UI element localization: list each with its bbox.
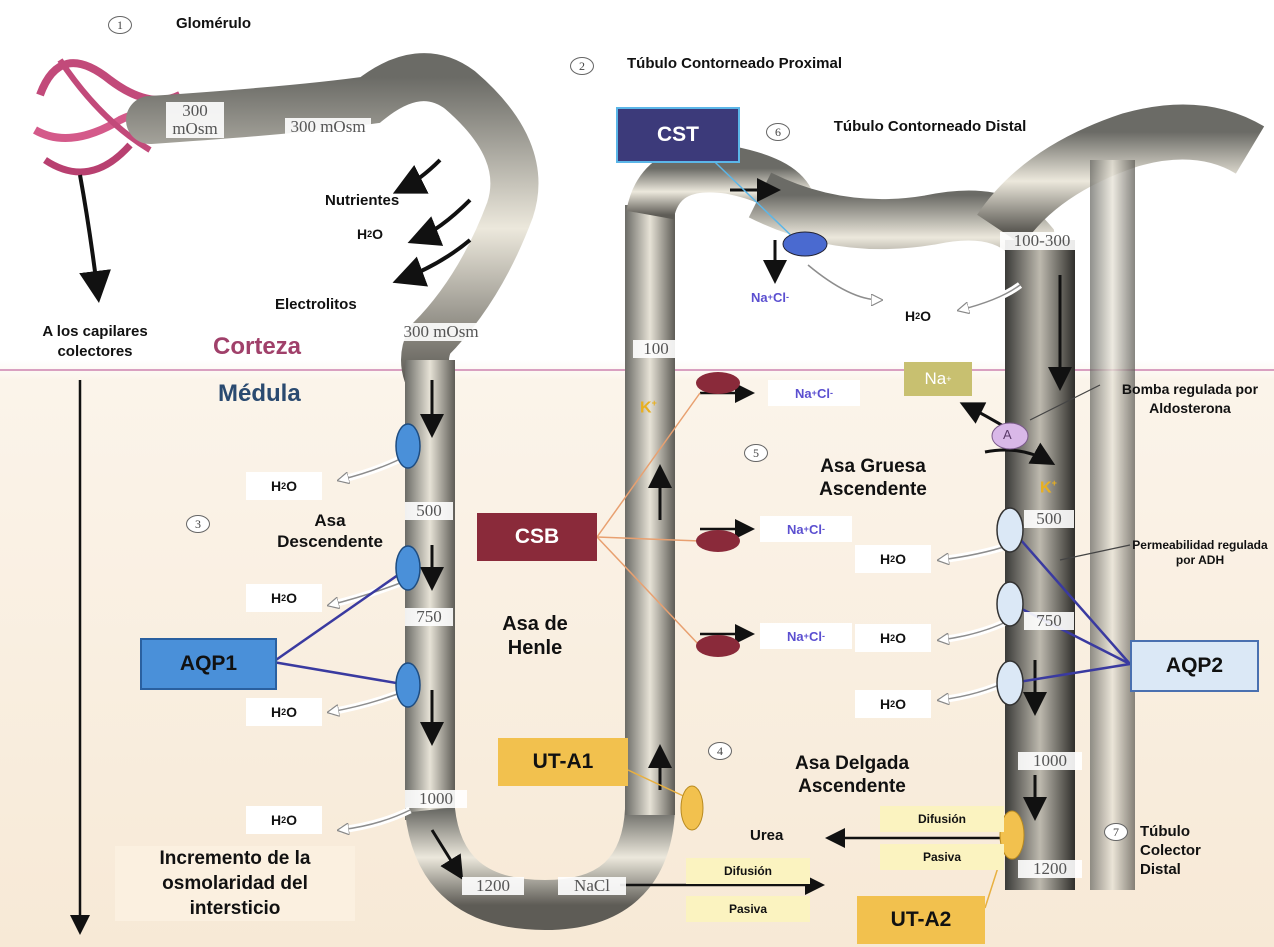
osm-glom-a: 300 mOsm xyxy=(166,102,224,138)
csb-cells xyxy=(696,372,740,657)
number-2: 2 xyxy=(570,57,594,75)
osm-c1200: 1200 xyxy=(1018,860,1082,878)
nacl-label-3: Na+Cl- xyxy=(760,623,852,649)
number-6: 6 xyxy=(766,123,790,141)
osm-glom-b: 300 mOsm xyxy=(285,118,371,136)
nacl-label-2: Na+Cl- xyxy=(760,516,852,542)
difusion-tag-urea: Difusión xyxy=(880,806,1004,832)
aqp2-channels xyxy=(997,508,1023,705)
label-asa-descendente: Asa Descendente xyxy=(270,510,390,552)
osm-d750: 750 xyxy=(405,608,453,626)
number-7: 7 xyxy=(1104,823,1128,841)
label-asa-gruesa: Asa Gruesa Ascendente xyxy=(788,455,958,501)
osm-asc100: 100 xyxy=(633,340,679,358)
osm-c500: 500 xyxy=(1024,510,1074,528)
uta1-box: UT-A1 xyxy=(498,738,628,786)
ascending-limb xyxy=(625,205,675,815)
k-label-asc: K+ xyxy=(640,398,657,417)
pasiva-tag-nacl: Pasiva xyxy=(686,896,810,922)
label-medula: Médula xyxy=(218,380,301,408)
osm-d1200: 1200 xyxy=(462,877,524,895)
label-permeabilidad: Permeabilidad regulada por ADH xyxy=(1130,538,1270,568)
uta2-box: UT-A2 xyxy=(857,896,985,944)
na-label-pump: Na+ xyxy=(904,362,972,396)
nacl-arrows xyxy=(700,393,750,634)
label-tubulo-colector: Túbulo Colector Distal xyxy=(1140,822,1230,879)
cst-cell xyxy=(783,232,827,256)
osm-d1000: 1000 xyxy=(405,790,467,808)
label-asa-delgada: Asa Delgada Ascendente xyxy=(762,752,942,798)
label-tcd: Túbulo Contorneado Distal xyxy=(830,118,1030,136)
label-corteza: Corteza xyxy=(213,333,301,361)
osm-nacl-bottom: NaCl xyxy=(558,877,626,895)
label-incremento: Incremento de la osmolaridad del interst… xyxy=(115,846,355,921)
aqp2-box: AQP2 xyxy=(1130,640,1259,692)
difusion-tag-nacl: Difusión xyxy=(686,858,810,884)
osm-c1000: 1000 xyxy=(1018,752,1082,770)
label-nutrientes: Nutrientes xyxy=(325,192,399,209)
cst-box: CST xyxy=(616,107,740,163)
number-4: 4 xyxy=(708,742,732,760)
collecting-duct xyxy=(1005,240,1075,890)
k-label-collector: K+ xyxy=(1040,478,1057,497)
label-urea: Urea xyxy=(750,827,783,844)
pump-a-label: A xyxy=(1003,427,1012,442)
osm-c750: 750 xyxy=(1024,612,1074,630)
outer-duct xyxy=(1090,160,1135,890)
osm-cortex-desc: 300 mOsm xyxy=(398,323,484,341)
label-glomerulo: Glomérulo xyxy=(176,15,251,32)
number-5: 5 xyxy=(744,444,768,462)
nacl-label-1: Na+Cl- xyxy=(768,380,860,406)
label-bomba: Bomba regulada por Aldosterona xyxy=(1110,380,1270,418)
uta1-cell xyxy=(681,786,703,830)
csb-box: CSB xyxy=(477,513,597,561)
label-tcp: Túbulo Contorneado Proximal xyxy=(627,55,842,72)
number-3: 3 xyxy=(186,515,210,533)
capillary-arrow xyxy=(80,175,98,295)
label-asa-henle: Asa de Henle xyxy=(490,612,580,660)
aqp1-box: AQP1 xyxy=(140,638,277,690)
number-1: 1 xyxy=(108,16,132,34)
label-electrolitos: Electrolitos xyxy=(275,296,357,313)
nacl-label-distal: Na+Cl- xyxy=(725,284,815,310)
osm-dist: 100-300 xyxy=(1000,232,1084,250)
osm-d500: 500 xyxy=(405,502,453,520)
pasiva-tag-urea: Pasiva xyxy=(880,844,1004,870)
label-capilares: A los capilares colectores xyxy=(20,322,170,362)
